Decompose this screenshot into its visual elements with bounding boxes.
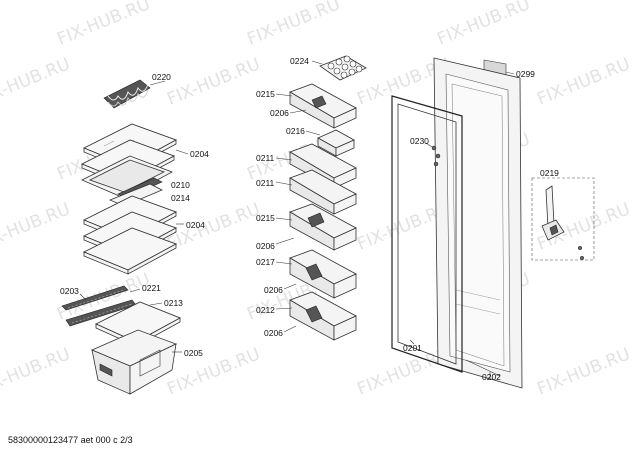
part-0203-rail-strip [61, 285, 137, 327]
part-label-0203: 0203 [60, 286, 79, 296]
leader-line [275, 93, 293, 97]
part-label-0201: 0201 [403, 343, 422, 353]
leader-line [275, 261, 293, 265]
watermark: FIX-HUB.RU [0, 344, 73, 399]
leader-line [283, 325, 297, 333]
watermark: FIX-HUB.RU [534, 54, 633, 109]
leader-line [289, 109, 307, 114]
part-0201-door-gasket [391, 95, 463, 373]
leader-line [409, 339, 415, 345]
part-label-0230: 0230 [410, 136, 429, 146]
watermark: FIX-HUB.RU [0, 199, 73, 254]
leader-line [275, 217, 293, 221]
part-label-0220: 0220 [152, 72, 171, 82]
part-0216-butter-box [317, 129, 355, 157]
leader-line [275, 157, 293, 161]
watermark: FIX-HUB.RU [0, 54, 73, 109]
part-0219-hinge-kit [531, 177, 595, 261]
part-label-0215: 0215 [256, 89, 275, 99]
leader-line [275, 307, 293, 310]
part-label-0206: 0206 [256, 241, 275, 251]
part-0220-bottle-rack [103, 79, 151, 109]
leader-line [79, 293, 87, 301]
leader-line [305, 130, 321, 136]
watermark: FIX-HUB.RU [534, 344, 633, 399]
diagram-reference-number: 58300000123477 aet 000 c 2/3 [8, 435, 133, 445]
part-0224-egg-tray [319, 55, 367, 81]
door-panel [433, 57, 523, 389]
part-label-0206: 0206 [264, 285, 283, 295]
part-0230-screws [431, 145, 441, 167]
part-0215-door-rack [289, 83, 357, 129]
leader-line [283, 283, 297, 290]
part-label-0216: 0216 [286, 126, 305, 136]
part-label-0210: 0210 [171, 180, 190, 190]
leader-line [311, 60, 323, 65]
part-label-0215: 0215 [256, 213, 275, 223]
part-0215-door-rack-mid [289, 203, 357, 251]
part-label-0204: 0204 [186, 220, 205, 230]
watermark: FIX-HUB.RU [164, 199, 263, 254]
leader-line [505, 71, 515, 75]
part-label-0206: 0206 [270, 108, 289, 118]
leader-line [275, 181, 293, 186]
part-label-0205: 0205 [184, 348, 203, 358]
watermark: FIX-HUB.RU [164, 344, 263, 399]
part-0210-shelf-frame [81, 155, 173, 199]
part-label-0211: 0211 [256, 153, 275, 163]
part-label-0224: 0224 [290, 56, 309, 66]
watermark: FIX-HUB.RU [244, 0, 343, 50]
leader-line [425, 142, 433, 148]
leader-line [149, 80, 166, 86]
part-0217-door-bin [289, 249, 357, 299]
part-0212-door-bin-bottom [289, 291, 357, 341]
leader-line [149, 302, 163, 306]
part-label-0212: 0212 [256, 305, 275, 315]
part-label-0206: 0206 [264, 328, 283, 338]
part-label-0217: 0217 [256, 257, 275, 267]
part-label-0204: 0204 [190, 149, 209, 159]
part-0202-door-seal [465, 359, 501, 377]
part-label-0213: 0213 [164, 298, 183, 308]
part-0211-door-shelf-lower [289, 169, 357, 215]
part-label-0202: 0202 [482, 372, 501, 382]
leader-line [175, 149, 189, 155]
watermark: FIX-HUB.RU [434, 0, 533, 50]
part-label-0211: 0211 [256, 178, 275, 188]
leader-line [129, 288, 141, 293]
part-label-0219: 0219 [540, 168, 559, 178]
part-label-0299: 0299 [516, 69, 535, 79]
watermark: FIX-HUB.RU [164, 54, 263, 109]
part-label-0221: 0221 [142, 283, 161, 293]
leader-line [275, 237, 295, 245]
part-label-0214: 0214 [171, 193, 190, 203]
watermark: FIX-HUB.RU [54, 0, 153, 50]
part-0205-crisper-drawer [90, 329, 178, 395]
part-0204-glass-shelf-lower [82, 195, 178, 275]
